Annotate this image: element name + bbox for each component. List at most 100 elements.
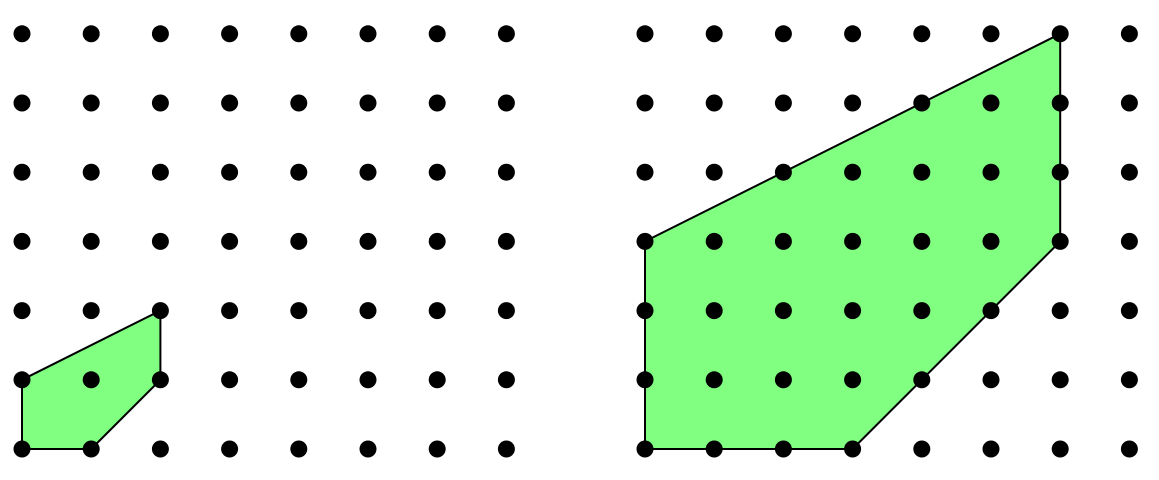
lattice-dot — [359, 371, 377, 389]
lattice-dot — [359, 25, 377, 43]
lattice-dot — [290, 25, 308, 43]
lattice-dot — [151, 232, 169, 250]
lattice-dot — [774, 232, 792, 250]
lattice-dot — [82, 440, 100, 458]
lattice-dot — [290, 232, 308, 250]
lattice-dot — [151, 302, 169, 320]
lattice-dot — [1051, 440, 1069, 458]
lattice-dot — [359, 232, 377, 250]
lattice-dot — [359, 163, 377, 181]
lattice-dot — [497, 163, 515, 181]
lattice-dot — [705, 371, 723, 389]
lattice-dot — [982, 371, 1000, 389]
lattice-dot — [13, 440, 31, 458]
lattice-dot — [497, 302, 515, 320]
lattice-dot — [913, 163, 931, 181]
lattice-dot — [13, 371, 31, 389]
lattice-dot — [636, 25, 654, 43]
lattice-dot — [982, 94, 1000, 112]
right-panel — [636, 25, 1138, 458]
lattice-dot — [844, 25, 862, 43]
lattice-dot — [705, 163, 723, 181]
lattice-dot — [13, 232, 31, 250]
lattice-dot — [705, 25, 723, 43]
lattice-dot — [982, 25, 1000, 43]
lattice-dot — [428, 25, 446, 43]
lattice-dot — [844, 371, 862, 389]
lattice-dot — [428, 232, 446, 250]
lattice-dot — [1051, 25, 1069, 43]
lattice-dot — [428, 302, 446, 320]
lattice-dot — [1120, 25, 1138, 43]
lattice-dot — [82, 94, 100, 112]
lattice-dot — [982, 232, 1000, 250]
lattice-dot — [1120, 302, 1138, 320]
lattice-dot — [705, 440, 723, 458]
lattice-dot — [82, 25, 100, 43]
lattice-dot — [221, 371, 239, 389]
lattice-dot — [82, 232, 100, 250]
lattice-dot — [1051, 302, 1069, 320]
lattice-dot — [221, 163, 239, 181]
lattice-dot — [151, 440, 169, 458]
lattice-dot — [844, 232, 862, 250]
lattice-dot — [913, 94, 931, 112]
lattice-dot — [221, 25, 239, 43]
lattice-dot — [221, 440, 239, 458]
lattice-dot — [13, 94, 31, 112]
lattice-dot — [290, 440, 308, 458]
lattice-dot — [497, 371, 515, 389]
lattice-dot — [705, 232, 723, 250]
lattice-dot — [221, 232, 239, 250]
lattice-dot — [428, 163, 446, 181]
lattice-dot — [1120, 232, 1138, 250]
lattice-dot — [290, 302, 308, 320]
lattice-dot — [1120, 440, 1138, 458]
lattice-dot — [1051, 94, 1069, 112]
lattice-dot — [151, 94, 169, 112]
lattice-dot — [82, 302, 100, 320]
lattice-dot — [913, 302, 931, 320]
lattice-dot — [774, 25, 792, 43]
lattice-dot — [982, 440, 1000, 458]
lattice-dot — [13, 25, 31, 43]
lattice-dot — [636, 163, 654, 181]
lattice-dot — [774, 302, 792, 320]
lattice-dot — [221, 302, 239, 320]
lattice-dot — [497, 440, 515, 458]
lattice-dot — [774, 163, 792, 181]
lattice-dot — [359, 440, 377, 458]
lattice-dot — [1120, 163, 1138, 181]
lattice-dot — [428, 371, 446, 389]
lattice-dot — [359, 302, 377, 320]
lattice-dot — [913, 440, 931, 458]
lattice-dot — [221, 94, 239, 112]
lattice-dot — [359, 94, 377, 112]
lattice-dot — [428, 94, 446, 112]
lattice-dot — [290, 371, 308, 389]
lattice-dot — [636, 440, 654, 458]
lattice-dot — [774, 440, 792, 458]
lattice-dot — [13, 163, 31, 181]
left-panel — [13, 25, 515, 458]
lattice-dot — [705, 94, 723, 112]
lattice-dot — [82, 371, 100, 389]
lattice-dot — [1051, 163, 1069, 181]
lattice-dot — [636, 94, 654, 112]
lattice-dot — [636, 232, 654, 250]
lattice-dot — [151, 163, 169, 181]
lattice-dot — [913, 25, 931, 43]
lattice-dot — [151, 25, 169, 43]
lattice-dot — [982, 163, 1000, 181]
lattice-dot — [1120, 94, 1138, 112]
lattice-dot — [844, 94, 862, 112]
lattice-dot — [428, 440, 446, 458]
lattice-dot — [705, 302, 723, 320]
lattice-dot — [13, 302, 31, 320]
lattice-dot — [1051, 371, 1069, 389]
lattice-dot — [1051, 232, 1069, 250]
lattice-dot — [497, 232, 515, 250]
lattice-dot — [497, 94, 515, 112]
